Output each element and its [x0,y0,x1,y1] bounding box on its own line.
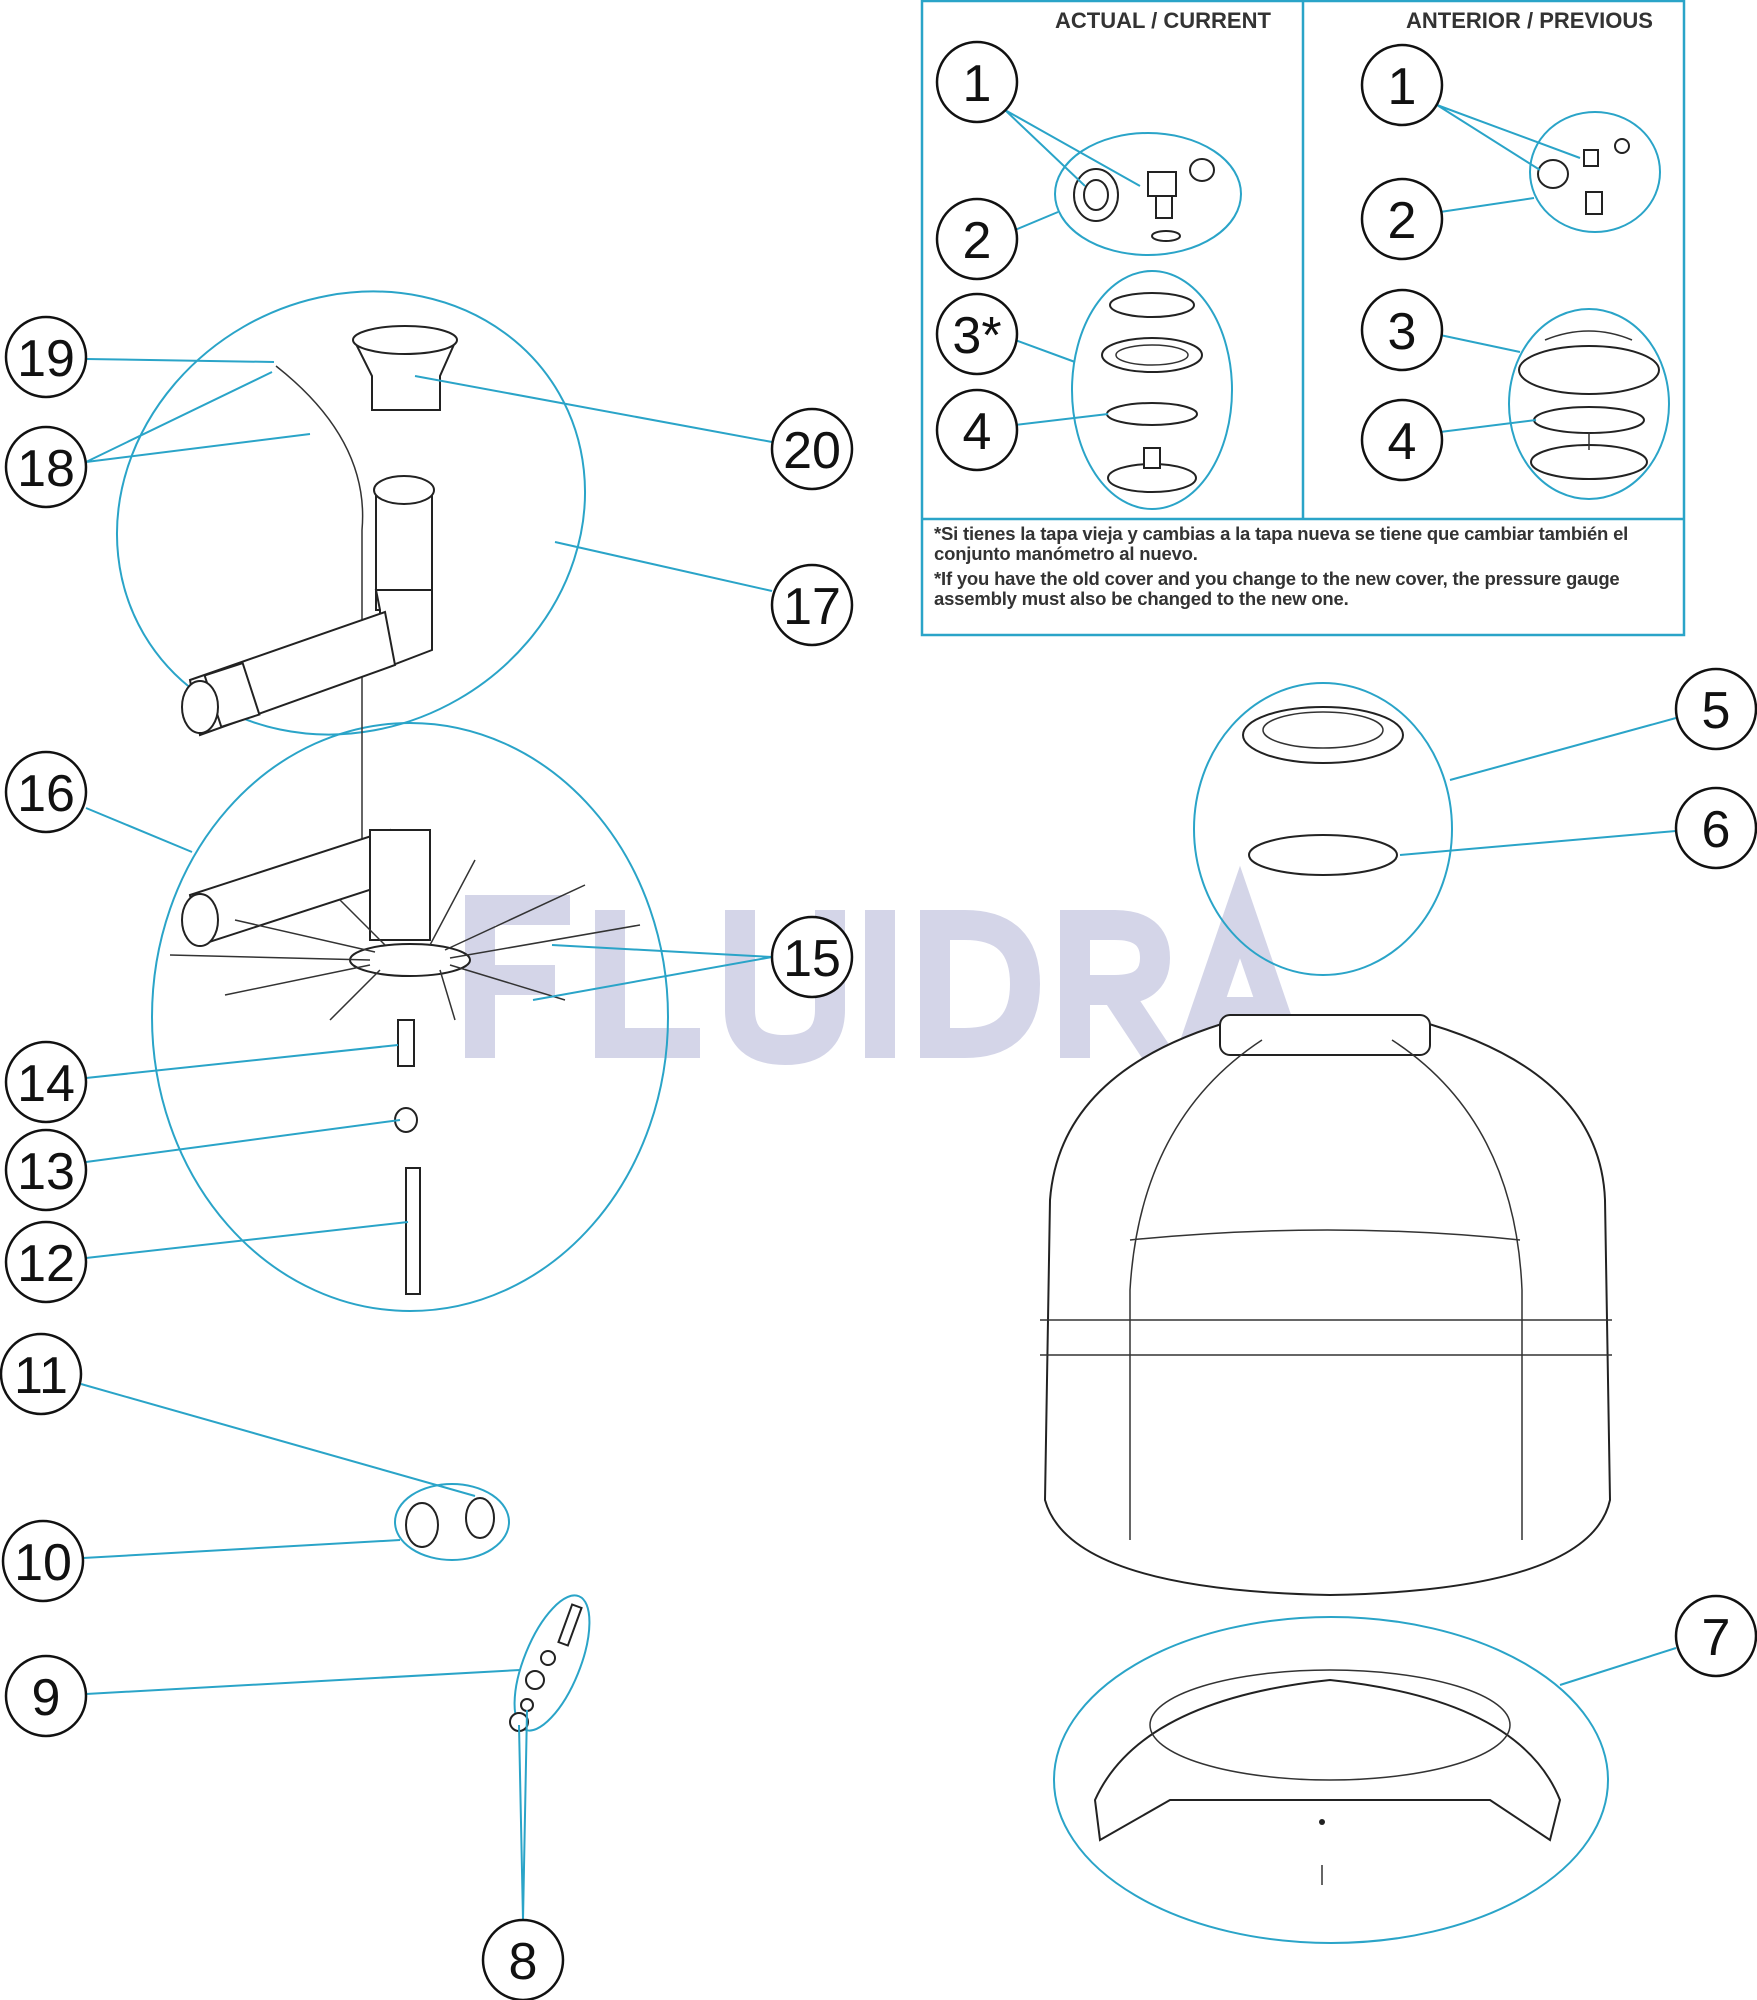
fluidra-watermark [465,865,1305,1067]
callout-5: 5 [1674,667,1757,751]
previous-callout-2: 2 [1360,177,1444,261]
callout-19: 19 [4,315,88,399]
callout-13: 13 [4,1128,88,1212]
revision-panel [920,0,1686,637]
svg-text:10: 10 [14,1534,72,1592]
callout-18: 18 [4,425,88,509]
svg-text:2: 2 [963,212,992,270]
svg-text:1: 1 [963,55,992,113]
svg-text:18: 18 [17,440,75,498]
svg-text:15: 15 [783,930,841,988]
svg-text:9: 9 [32,1669,61,1727]
callout-9: 9 [4,1654,88,1738]
callout-16: 16 [4,750,88,834]
callout-7: 7 [1674,1594,1757,1678]
svg-text:3*: 3* [952,307,1001,365]
svg-text:12: 12 [17,1235,75,1293]
svg-text:5: 5 [1702,682,1731,740]
svg-text:13: 13 [17,1143,75,1201]
callout-17: 17 [770,563,854,647]
current-callout-3: 3* [935,292,1019,376]
svg-text:11: 11 [14,1347,68,1405]
current-callout-1: 1 [935,40,1019,124]
note-spanish: *Si tienes la tapa vieja y cambias a la … [934,523,1629,564]
notes-block: *Si tienes la tapa vieja y cambias a la … [934,524,1680,609]
callout-6: 6 [1674,786,1757,870]
svg-text:7: 7 [1702,1609,1731,1667]
svg-text:3: 3 [1388,303,1417,361]
svg-text:17: 17 [783,578,841,636]
svg-text:6: 6 [1702,801,1731,859]
svg-text:20: 20 [783,422,841,480]
svg-text:14: 14 [17,1055,75,1113]
callout-15: 15 [770,915,854,999]
svg-text:19: 19 [17,330,75,388]
current-header: ACTUAL / CURRENT [1055,8,1271,33]
previous-callout-3: 3 [1360,288,1444,372]
svg-text:1: 1 [1388,58,1417,116]
callout-10: 10 [1,1519,85,1603]
svg-text:2: 2 [1388,192,1417,250]
callout-8: 8 [481,1918,565,2000]
current-callout-2: 2 [935,197,1019,281]
previous-header: ANTERIOR / PREVIOUS [1406,8,1653,33]
note-english: *If you have the old cover and you chang… [934,568,1620,609]
previous-callout-1: 1 [1360,43,1444,127]
svg-text:16: 16 [17,765,75,823]
callout-20: 20 [770,407,854,491]
previous-callout-4: 4 [1360,398,1444,482]
svg-text:4: 4 [963,403,992,461]
svg-text:4: 4 [1388,413,1417,471]
callout-14: 14 [4,1040,88,1124]
svg-text:8: 8 [509,1933,538,1991]
callout-12: 12 [4,1220,88,1304]
current-callout-4: 4 [935,388,1019,472]
callout-11: 11 [0,1332,83,1416]
